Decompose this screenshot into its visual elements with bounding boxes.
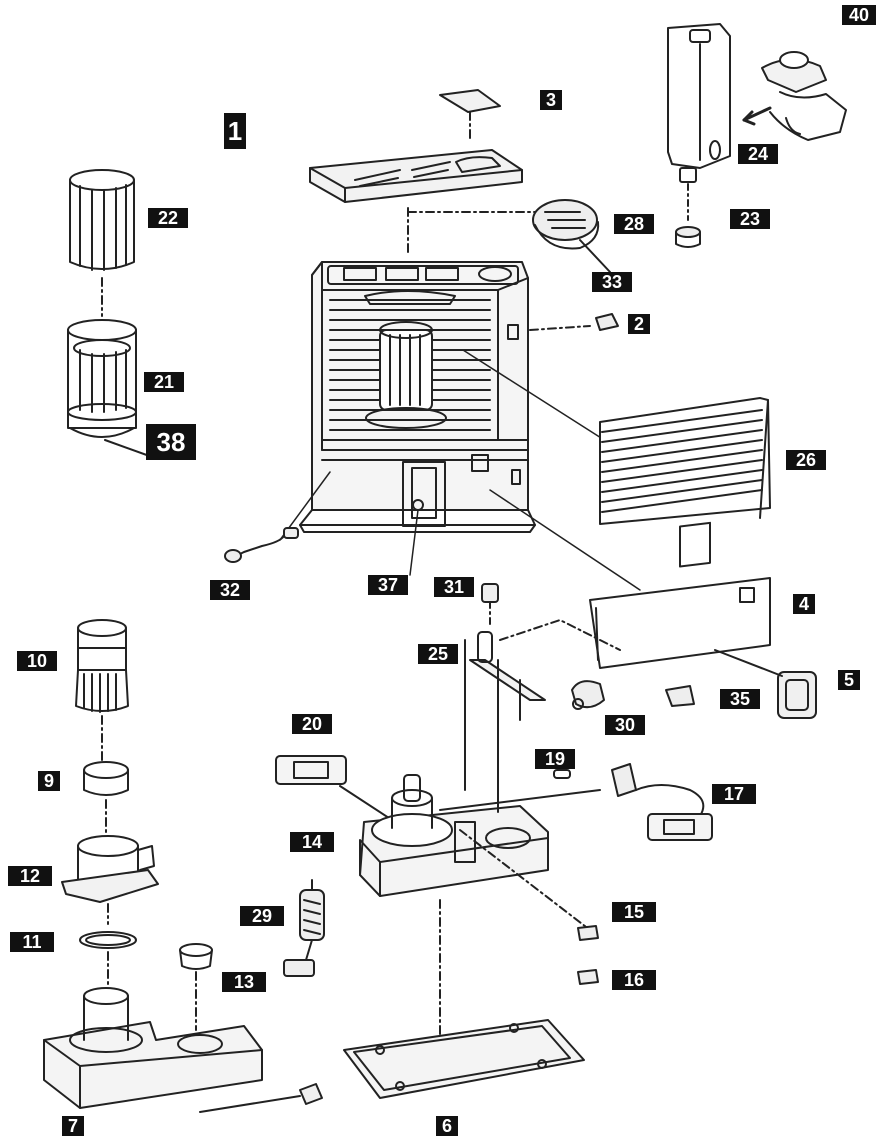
- clip-part: [665, 685, 695, 707]
- heater-cabinet: [299, 261, 536, 533]
- sensor-cable-part: [224, 527, 299, 563]
- wick-part: [75, 619, 129, 761]
- burner-base-part: [43, 987, 323, 1113]
- lid-plate-part: [439, 89, 501, 141]
- cord-part: [553, 763, 713, 841]
- burner-part: [67, 319, 156, 459]
- glass-cylinder-part: [69, 169, 135, 317]
- knob-part: [595, 313, 619, 331]
- switch-part: [571, 680, 605, 710]
- ignition-coil-part: [283, 879, 325, 977]
- wick-holder-ring-part: [83, 761, 129, 833]
- tank-cap-part: [532, 199, 611, 273]
- wick-adjuster-part: [61, 835, 159, 925]
- gasket-part: [79, 931, 137, 987]
- bottom-plate-part: [343, 1019, 585, 1099]
- igniter-bracket-part: [469, 583, 621, 721]
- tank-valve-part: [742, 51, 847, 141]
- door-handle-part: [714, 649, 817, 719]
- pad-part: [577, 925, 599, 985]
- top-plate-part: [309, 149, 523, 203]
- side-panel-part: [589, 521, 771, 669]
- tank-base-part: [359, 639, 601, 1041]
- switch-plate-part: [275, 755, 393, 821]
- fuel-tank-part: [667, 23, 731, 248]
- front-guard-part: [599, 397, 771, 525]
- cap-part: [179, 943, 213, 1031]
